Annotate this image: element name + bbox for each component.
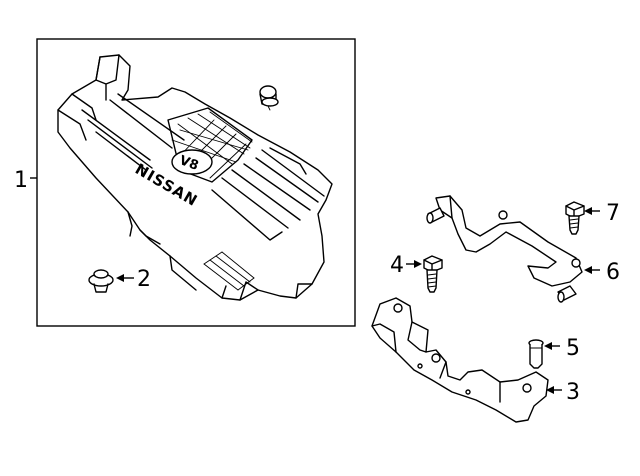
callout-1-label: 1 [14,168,28,193]
grommet [88,269,114,293]
callout-7: 7 [584,201,620,226]
cover-clip [259,85,279,111]
engine-cover: V8 NISSAN [57,54,333,301]
pin-5 [528,339,544,369]
callout-4: 4 [390,253,422,278]
callout-1: 1 [14,168,37,193]
callout-5: 5 [544,336,580,361]
callout-2: 2 [116,267,151,292]
upper-bracket [426,195,583,303]
callout-2-label: 2 [137,267,151,292]
lower-bracket [371,297,549,423]
bolt-7 [565,201,585,235]
callout-7-label: 7 [606,201,620,226]
callout-3: 3 [546,380,580,405]
assembly-box [36,38,356,327]
callout-4-label: 4 [390,253,404,278]
callout-6-label: 6 [606,260,620,285]
callout-6: 6 [584,260,620,285]
bolt-4 [423,255,443,293]
emblem-text: V8 [177,153,200,174]
callout-3-label: 3 [566,380,580,405]
callout-5-label: 5 [566,336,580,361]
